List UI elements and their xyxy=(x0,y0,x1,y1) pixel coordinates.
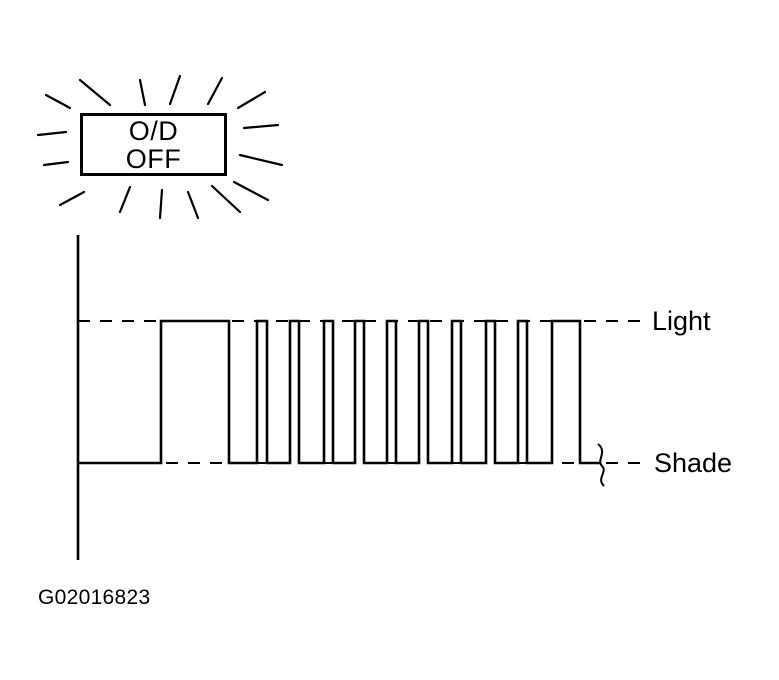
flash-ray xyxy=(236,90,267,110)
flash-ray xyxy=(238,153,284,167)
flash-ray xyxy=(168,74,182,106)
shade-label: Shade xyxy=(654,448,733,478)
flash-ray xyxy=(242,123,280,130)
flash-ray xyxy=(58,190,86,207)
flash-ray xyxy=(186,190,200,220)
indicator-line-2: OFF xyxy=(125,143,182,174)
flash-ray xyxy=(232,180,270,202)
flash-ray xyxy=(36,130,68,137)
flash-ray xyxy=(42,160,70,167)
flash-ray xyxy=(158,188,164,220)
flash-ray xyxy=(118,185,132,214)
light-label: Light xyxy=(652,306,711,336)
signal-waveform xyxy=(78,319,600,465)
flash-ray xyxy=(44,93,72,110)
flash-ray xyxy=(206,76,224,106)
break-mark xyxy=(597,443,605,487)
flash-ray xyxy=(78,78,112,107)
figure-code: G02016823 xyxy=(38,586,151,609)
indicator-line-1: O/D xyxy=(128,115,179,146)
flash-ray xyxy=(210,184,242,214)
od-off-indicator: O/D OFF xyxy=(80,113,227,176)
flash-rays xyxy=(36,74,284,220)
flash-ray xyxy=(138,78,147,107)
